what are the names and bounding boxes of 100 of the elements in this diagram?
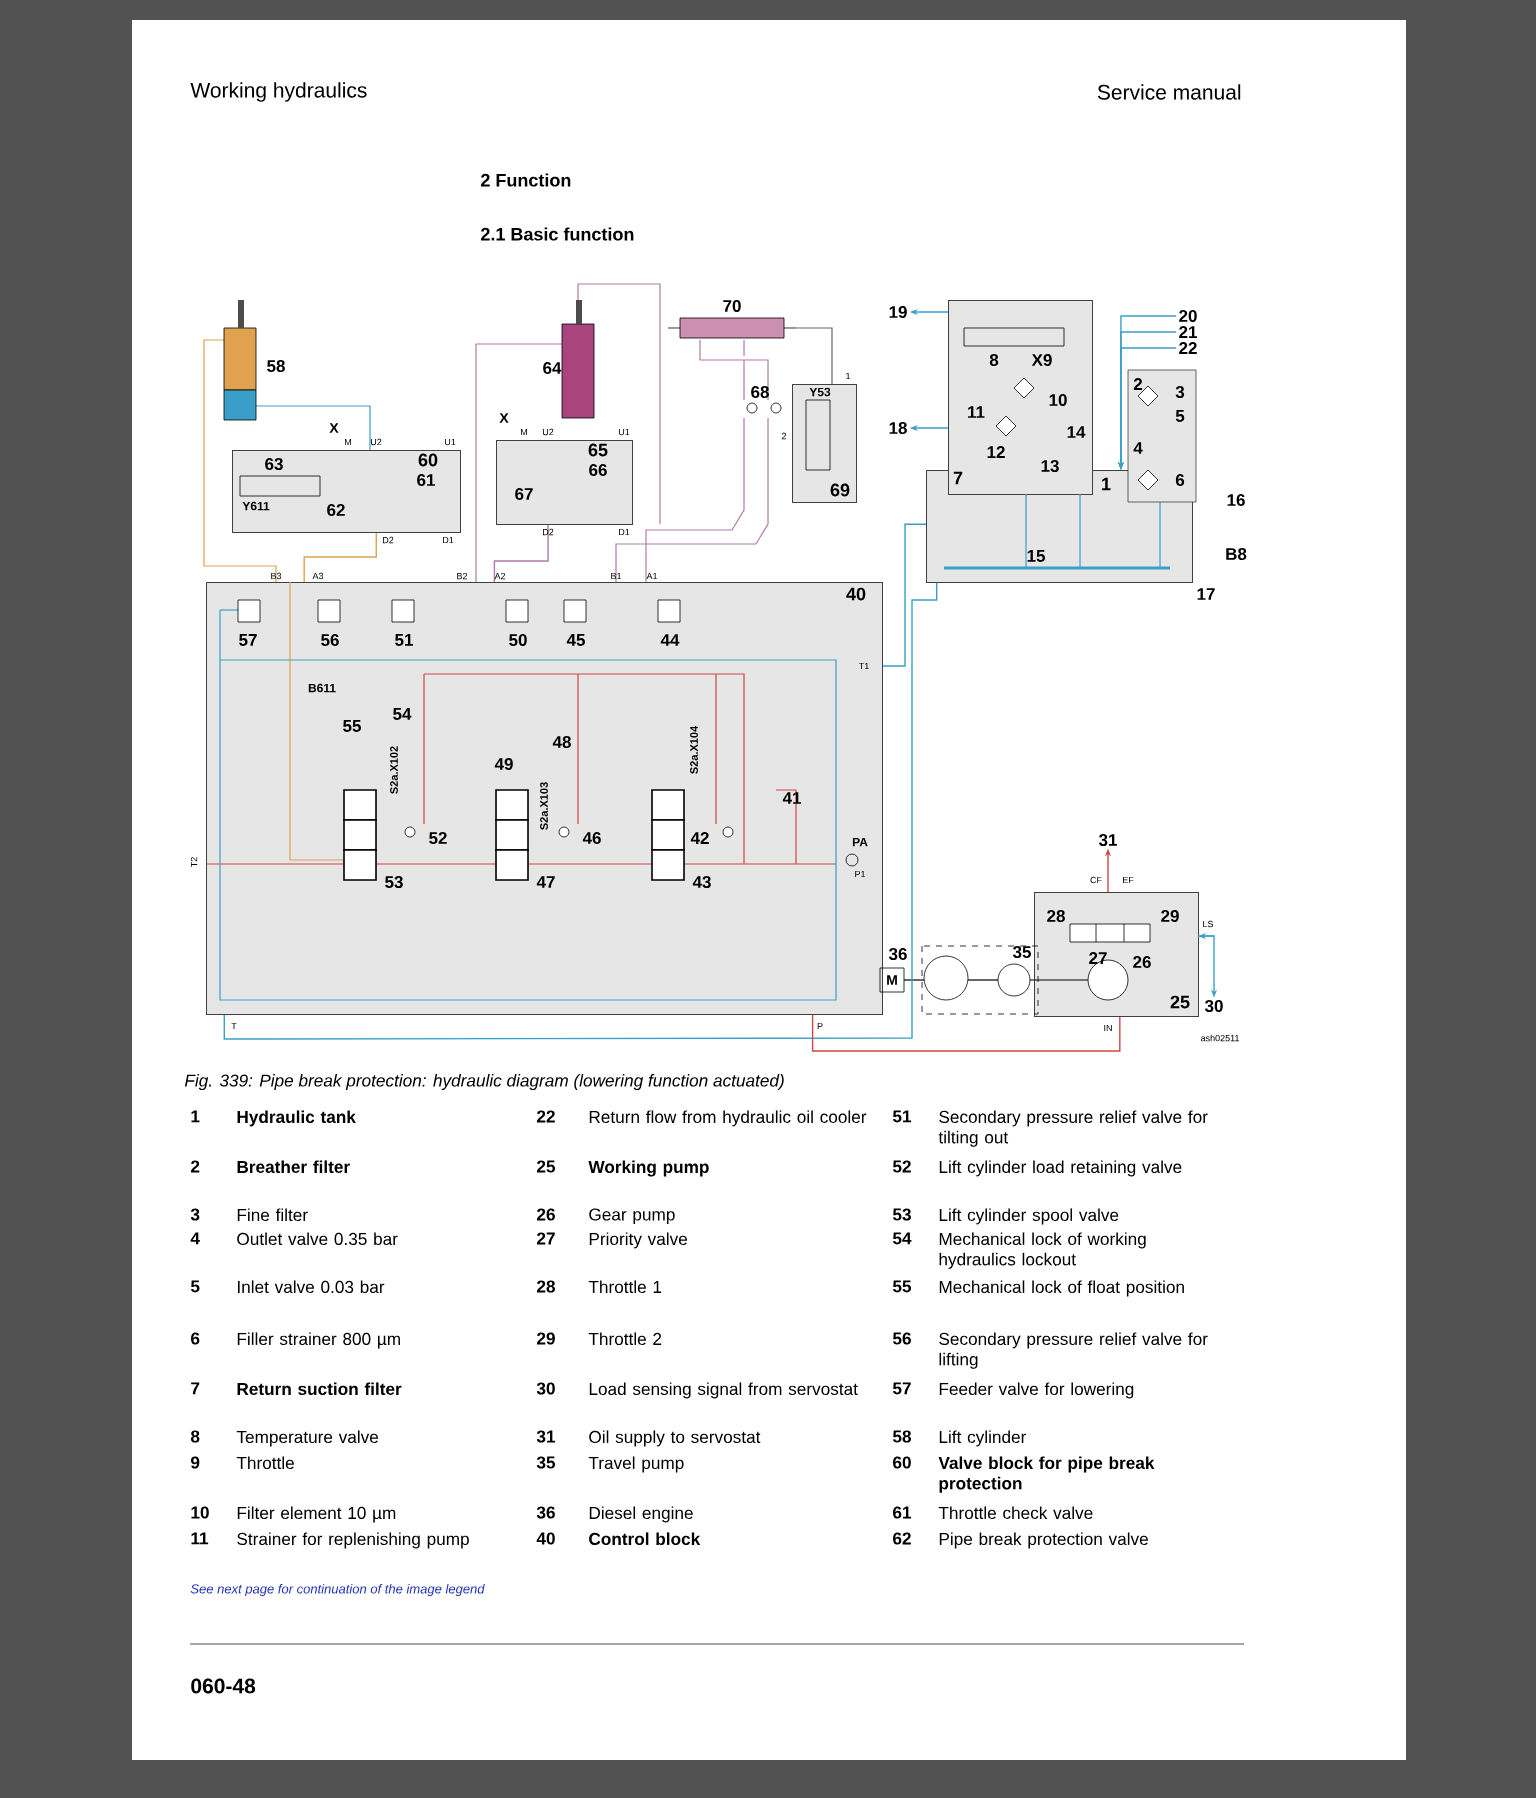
legend-number: 31 [536,1430,556,1443]
port-number: 19 [889,306,907,318]
section-heading: 2.1 Basic function [481,227,634,241]
legend-text: Secondary pressure relief valve for tilting out [938,1110,1208,1147]
legend-number: 7 [191,1382,200,1395]
port-number: 21 [1179,326,1197,338]
callout-number: 49 [494,758,513,770]
legend-text: Throttle check valve [938,1506,1093,1520]
legend-number: 3 [190,1208,200,1221]
callout-number: 50 [509,634,527,646]
legend-number: 26 [537,1208,555,1221]
callout-number: 66 [589,464,607,476]
figure-caption: Fig. 339: Pipe break protection: hydraulic diagram (lowering function actuated) [184,1074,784,1091]
callout-number: 55 [343,720,361,732]
legend-number: 58 [892,1430,911,1443]
legend-text: Lift cylinder load retaining valve [939,1160,1182,1177]
legend-number: 62 [893,1532,911,1545]
callout-number: 12 [987,446,1005,458]
legend-number: 29 [537,1332,555,1345]
callout-number: 52 [429,832,447,844]
legend-text: Filler strainer 800 µm [237,1332,400,1349]
legend-text: Return flow from hydraulic oil cooler [589,1110,867,1127]
legend-text: Lift cylinder [939,1430,1027,1447]
page-number: 060-48 [191,1678,256,1694]
callout-number: 58 [267,360,285,372]
callout-number: 36 [888,948,907,961]
legend-number: 8 [190,1430,200,1443]
legend-number: 40 [536,1532,555,1545]
callout-number: 6 [1175,474,1185,486]
callout-number: 47 [536,876,555,888]
legend-text: Travel pump [588,1456,684,1473]
callout-number: 15 [1027,550,1045,562]
legend-number: 9 [191,1456,200,1469]
legend-number: 35 [536,1456,556,1469]
legend-text: Inlet valve 0.03 bar [238,1280,385,1294]
header-text: Service manual [1097,84,1241,100]
hydraulic-line [811,1014,1121,1052]
callout-number: 61 [417,474,435,486]
legend-text: Mechanical lock of float position [939,1280,1184,1297]
callout-number: 70 [723,300,741,312]
callout-number: 3 [1175,386,1185,399]
legend-text: Fine filter [237,1208,308,1222]
callout-number: 67 [515,488,533,500]
callout-number: 28 [1047,910,1065,922]
hydraulic-line [493,524,549,583]
callout-number: 8 [989,354,999,366]
callout-number: X9 [1031,354,1052,366]
port-number: 30 [1204,1000,1223,1013]
legend-number: 11 [191,1532,209,1545]
legend-text: Control block [589,1532,701,1546]
legend-number: 4 [190,1232,200,1245]
legend-text: Diesel engine [589,1506,693,1523]
legend-text: Strainer for replenishing pump [237,1532,469,1549]
legend-number: 10 [191,1506,209,1519]
callout-number: 48 [552,736,571,748]
callout-number: 54 [393,708,412,720]
callout-number: 41 [782,792,801,804]
legend-text: Mechanical lock of working hydraulics lockout [939,1232,1146,1269]
legend-text: Throttle [236,1456,294,1470]
legend-text: Oil supply to servostat [589,1430,761,1447]
callout-number: 4 [1133,442,1143,454]
legend-number: 30 [536,1382,555,1395]
legend-number: 53 [892,1208,911,1221]
legend-text: Secondary pressure relief valve for lifting [939,1332,1208,1369]
legend-number: 28 [537,1280,555,1293]
callout-number: 51 [395,634,413,646]
legend-number: 55 [892,1280,912,1293]
legend-number: 36 [536,1506,555,1519]
callout-number: 57 [239,634,257,646]
legend-number: 6 [191,1332,200,1345]
callout-number: 5 [1175,410,1185,422]
callout-number: 17 [1197,588,1215,600]
legend-number: 1 [191,1110,200,1123]
port-number: 31 [1098,834,1117,847]
legend-text: Working pump [588,1160,709,1177]
legend-number: 27 [537,1232,555,1245]
legend-number: 56 [892,1332,911,1345]
callout-number: 29 [1161,910,1179,922]
callout-number: 43 [692,876,711,889]
legend-text: Hydraulic tank [237,1110,356,1127]
callout-number: 13 [1041,460,1059,473]
callout-number: 16 [1227,494,1245,506]
legend-number: 57 [892,1382,911,1395]
callout-number: 42 [690,832,709,844]
legend-text: Throttle 1 [588,1280,662,1294]
callout-number: 68 [751,386,769,398]
callout-number: 11 [968,406,985,418]
legend-text: Load sensing signal from servostat [589,1382,858,1399]
callout-number: 2 [1133,378,1143,390]
callout-number: 26 [1133,956,1151,968]
port-number: 20 [1179,310,1197,322]
hydraulic-line [882,523,927,667]
legend-text: Temperature valve [236,1430,379,1447]
callout-number: 56 [321,634,339,646]
legend-text: Feeder valve for lowering [939,1382,1134,1399]
legend-number: 52 [892,1160,911,1173]
legend-text: Return suction filter [237,1382,402,1396]
legend-text: Valve block for pipe break protection [938,1456,1155,1493]
legend-number: 51 [892,1110,912,1123]
callout-number: B8 [1226,548,1247,560]
